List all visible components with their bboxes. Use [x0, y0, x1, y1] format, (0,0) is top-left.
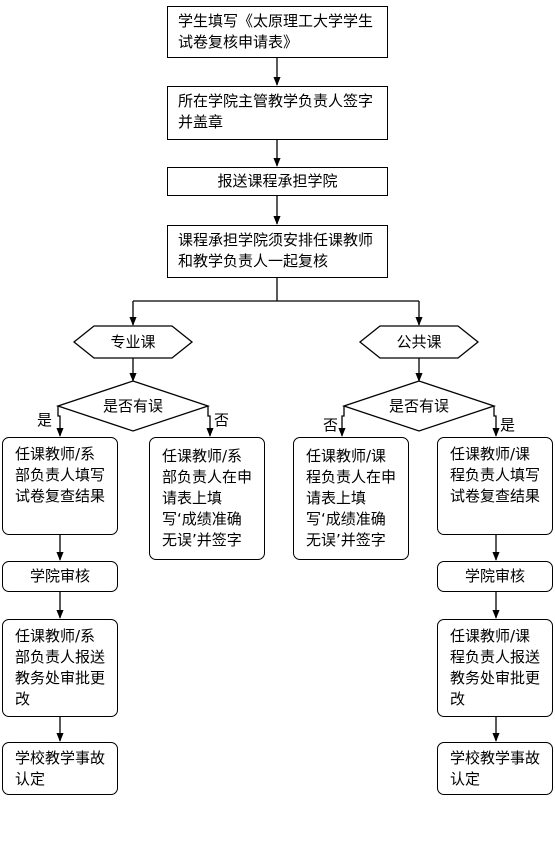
arrow-right-no — [338, 406, 346, 437]
step2-college-sign: 所在学院主管教学负责人签字并盖章 — [167, 86, 388, 140]
right-college-review-box: 学院审核 — [437, 561, 553, 592]
right-decision-label: 是否有误 — [388, 397, 449, 415]
right-yes-label: 是 — [500, 416, 516, 434]
right-type-hexagon — [358, 325, 480, 359]
left-type-label: 专业课 — [110, 333, 156, 351]
left-no-label: 否 — [214, 411, 230, 429]
left-fill-result-box: 任课教师/系部负责人填写试卷复查结果 — [2, 437, 118, 535]
left-college-review-box: 学院审核 — [2, 561, 118, 592]
right-report-box: 任课教师/课程负责人报送教务处审批更改 — [437, 619, 553, 717]
arrow-left-no — [206, 406, 214, 437]
right-type-label: 公共课 — [396, 333, 442, 351]
step4-joint-review: 课程承担学院须安排任课教师和教学负责人一起复核 — [167, 225, 388, 278]
right-no-error-box: 任课教师/课程负责人在申请表上填写‘成绩准确无误’并签字 — [293, 437, 409, 560]
left-accident-box: 学校教学事故认定 — [2, 742, 118, 795]
right-accident-box: 学校教学事故认定 — [437, 742, 553, 795]
arrow-right-yes — [492, 406, 500, 437]
step3-send-course-college: 报送课程承担学院 — [167, 167, 388, 196]
right-fill-result-box: 任课教师/课程负责人填写试卷复查结果 — [437, 437, 553, 535]
left-decision-label: 是否有误 — [102, 397, 163, 415]
left-no-error-box: 任课教师/系部负责人在申请表上填写‘成绩准确无误’并签字 — [149, 437, 265, 560]
step1-fill-form: 学生填写《太原理工大学学生试卷复核申请表》 — [167, 6, 388, 58]
right-no-label: 否 — [323, 416, 339, 434]
left-type-hexagon — [72, 325, 194, 359]
arrow-left-yes — [56, 406, 64, 437]
left-report-box: 任课教师/系部负责人报送教务处审批更改 — [2, 619, 118, 717]
left-yes-label: 是 — [37, 411, 53, 429]
